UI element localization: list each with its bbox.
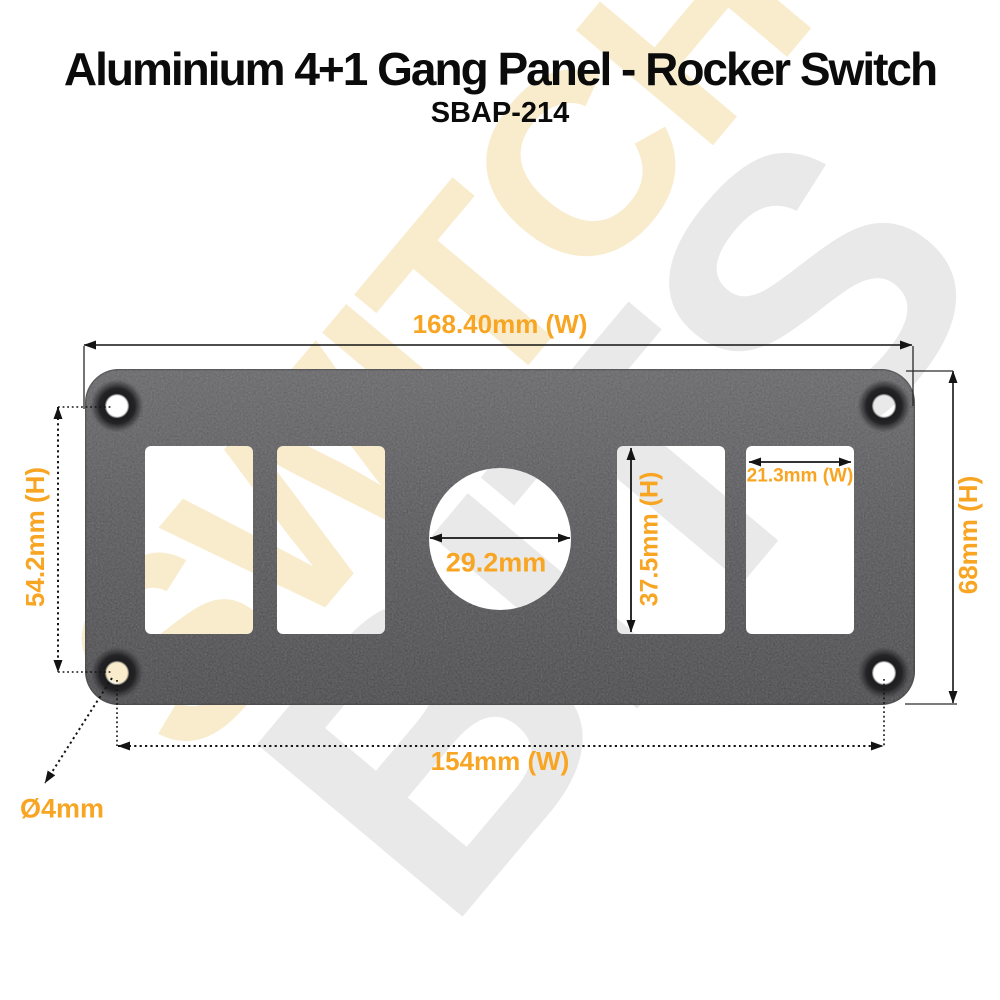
dim-rocker-height-label: 37.5mm (H) [635, 471, 664, 607]
dim-overall-height-label: 68mm (H) [953, 475, 983, 595]
mounting-hole-top-right [857, 379, 911, 433]
mounting-hole-bottom-left [90, 646, 144, 700]
page-title: Aluminium 4+1 Gang Panel - Rocker Switch [63, 43, 938, 95]
dim-overall-width-label: 168.40mm (W) [412, 309, 588, 339]
dim-hole-pitch-height-label: 54.2mm (H) [20, 466, 50, 608]
dim-rocker-width-label: 21.3mm (W) [746, 465, 854, 487]
dim-hole-pitch-width-label: 154mm (W) [430, 746, 570, 776]
model-number: SBAP-214 [430, 97, 570, 129]
mounting-hole-top-left [90, 379, 144, 433]
mounting-hole-bottom-right [857, 646, 911, 700]
dim-hole-diameter-label: Ø4mm [19, 793, 105, 824]
mounting-hole-countersinks [90, 379, 911, 700]
leader-hole-diameter [44, 677, 113, 784]
dim-round-cutout-label: 29.2mm [445, 547, 547, 578]
